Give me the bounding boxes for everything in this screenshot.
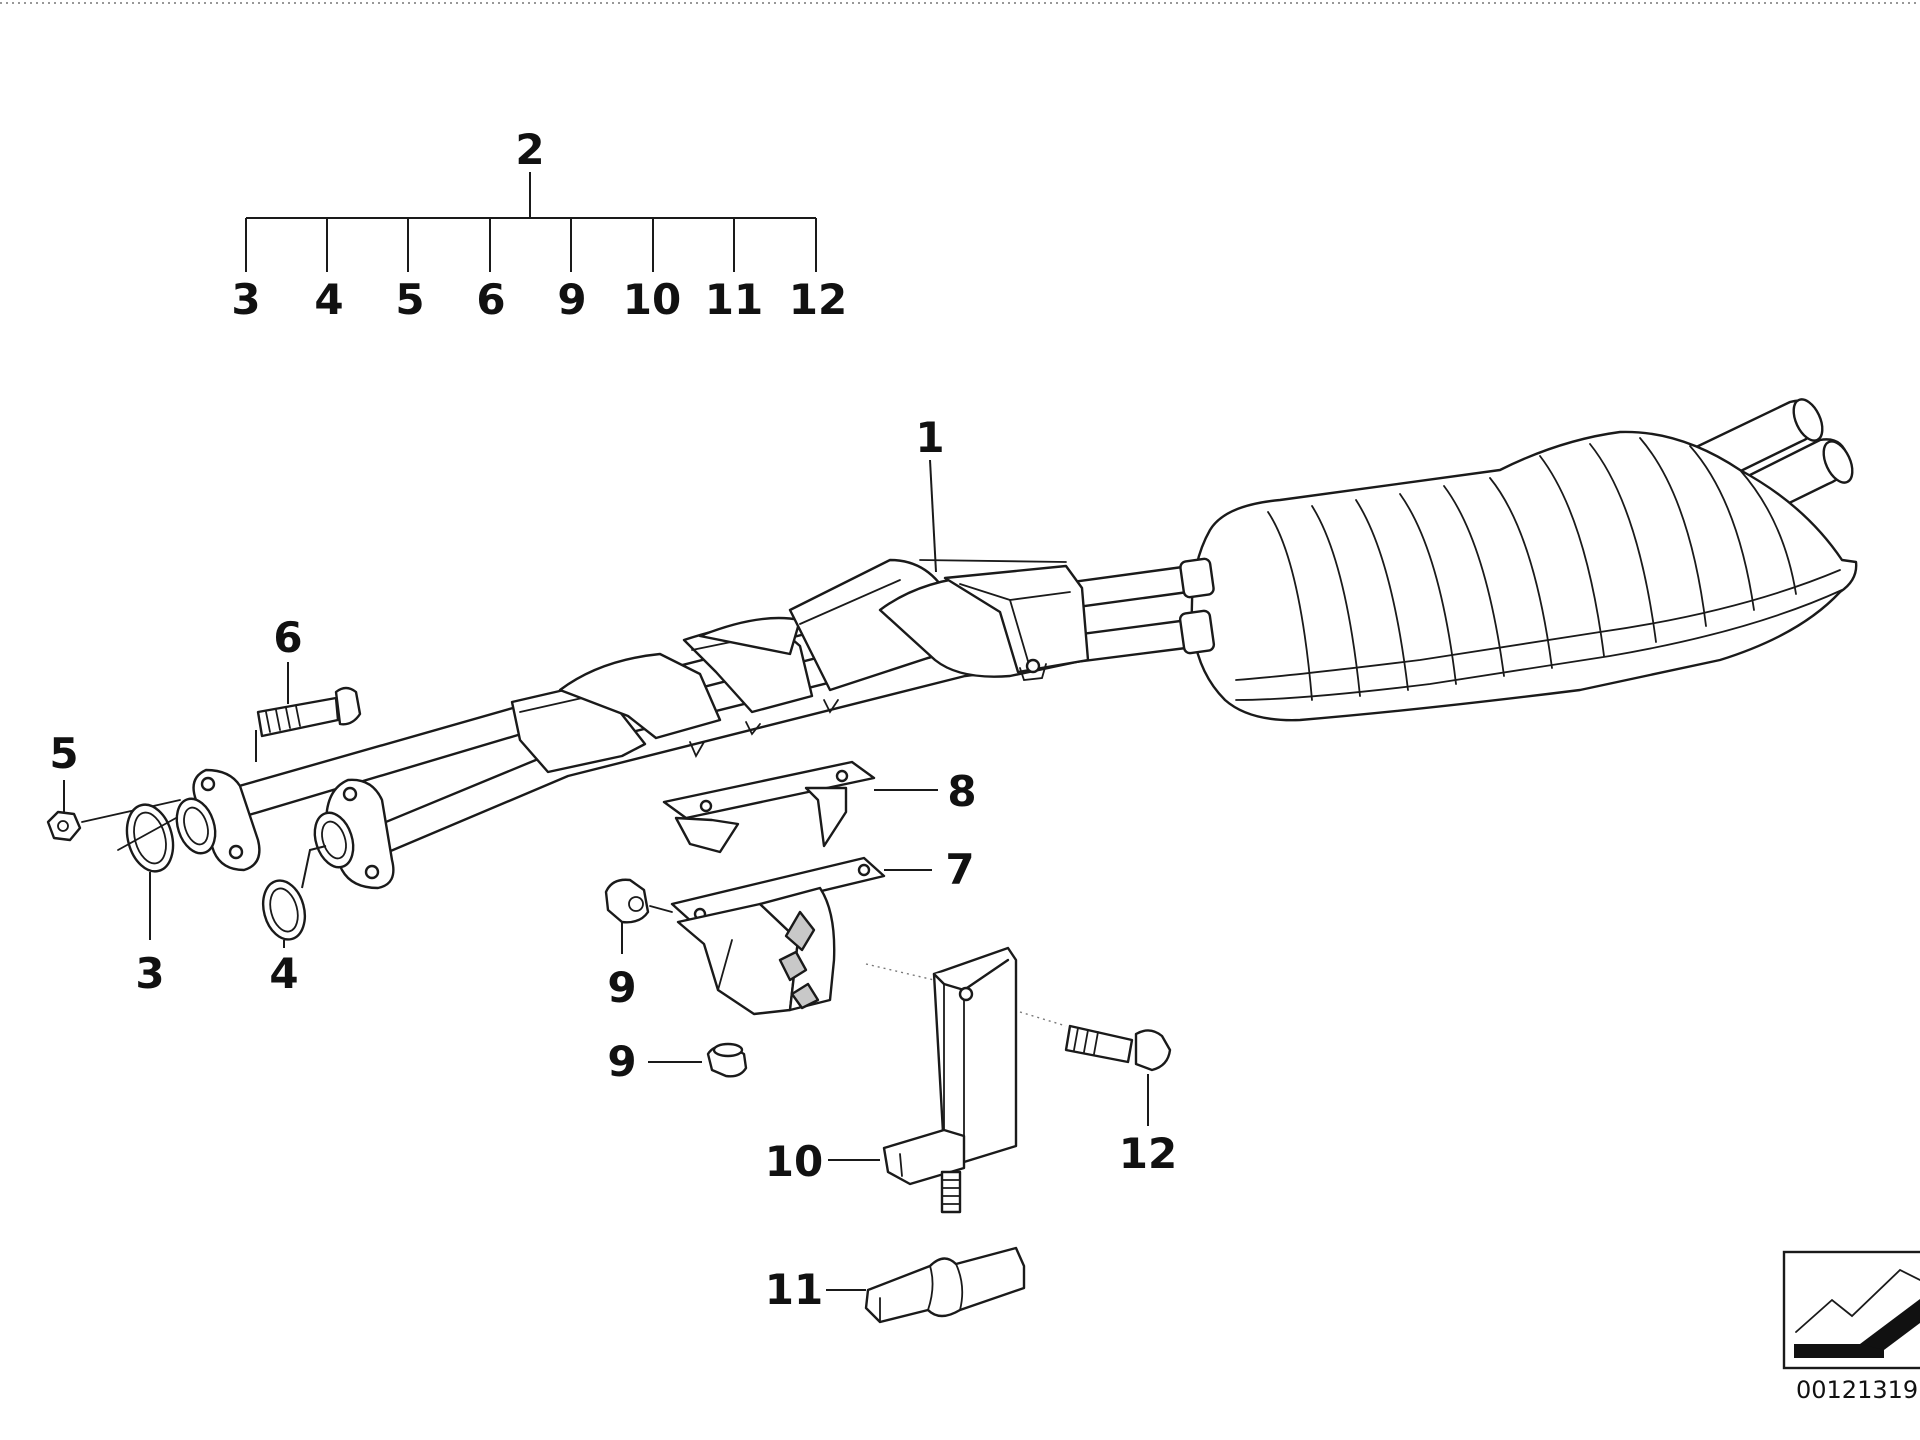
- nut-9-lower: 9: [607, 1037, 748, 1086]
- orientation-icon: [1782, 1250, 1920, 1370]
- hanger-bracket-7: 7: [670, 845, 975, 1016]
- bolt-6: 6: [256, 613, 362, 738]
- tree-label-5: 5: [395, 275, 424, 324]
- clamp-11: 11: [765, 1246, 1026, 1324]
- tree-label-3: 3: [231, 275, 260, 324]
- rear-muffler: [1190, 398, 1858, 722]
- tree-label-10: 10: [623, 275, 681, 324]
- label-12: 12: [1119, 1129, 1177, 1178]
- reference-code: 00121319: [1796, 1376, 1918, 1404]
- bracket-10: 10: [765, 946, 1018, 1214]
- label-4: 4: [269, 949, 298, 998]
- label-7: 7: [945, 845, 974, 894]
- label-6: 6: [273, 613, 302, 662]
- label-10: 10: [765, 1137, 823, 1186]
- label-11: 11: [765, 1265, 823, 1314]
- tree-label-11: 11: [705, 275, 763, 324]
- front-pipe-assembly: [175, 557, 1216, 890]
- bolt-12: 12: [1019, 1011, 1177, 1178]
- label-9-upper: 9: [607, 963, 636, 1012]
- label-8: 8: [947, 767, 976, 816]
- gasket-ring-3: 3: [117, 803, 177, 998]
- tree-label-4: 4: [314, 275, 343, 324]
- label-3: 3: [135, 949, 164, 998]
- gasket-ring-4: 4: [261, 845, 327, 998]
- label-9-lower: 9: [607, 1037, 636, 1086]
- label-2: 2: [515, 125, 544, 174]
- nut-9-upper: 9: [604, 878, 673, 1012]
- tree-label-12: 12: [789, 275, 847, 324]
- kit-tree: 2 3 4 5 6 9 10 11 12: [231, 125, 847, 324]
- label-1-group: 1: [915, 413, 945, 573]
- tree-label-6: 6: [476, 275, 505, 324]
- label-1: 1: [915, 413, 944, 462]
- label-5: 5: [49, 729, 78, 778]
- nut-5: 5: [46, 729, 181, 842]
- bracket-8: 8: [662, 760, 977, 854]
- tree-label-9: 9: [557, 275, 586, 324]
